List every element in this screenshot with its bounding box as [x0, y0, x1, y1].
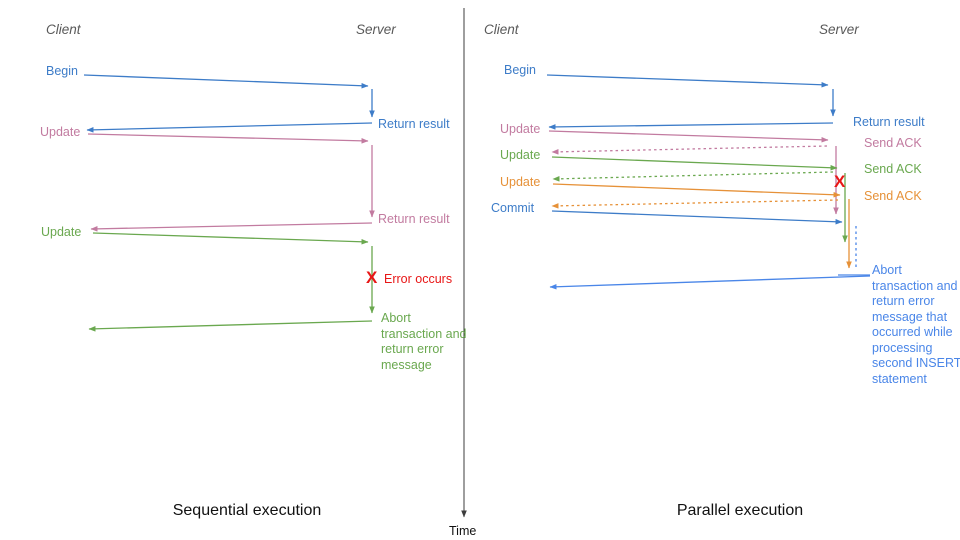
left-update1-label: Update [40, 125, 81, 139]
left-return-result-2-label: Return result [378, 212, 450, 226]
left-server-header: Server [356, 22, 396, 37]
right-abort-return-arrow [549, 275, 871, 290]
right-ack1-label: Send ACK [864, 136, 922, 150]
right-server-header: Server [819, 22, 859, 37]
left-error-label: Error occurs [384, 272, 453, 286]
right-ack3-label: Send ACK [864, 189, 922, 203]
right-return-result-arrow [548, 122, 834, 130]
left-begin-request-arrow [83, 74, 369, 89]
left-return-result-1-arrow [86, 122, 373, 133]
left-return-result-1-label: Return result [378, 117, 450, 131]
right-ack3-return-arrow [551, 199, 839, 209]
left-client-header: Client [46, 22, 81, 37]
right-ack2-label: Send ACK [864, 162, 922, 176]
left-begin-label: Begin [46, 64, 78, 78]
right-update1-request-arrow [548, 130, 829, 143]
right-begin-label: Begin [504, 63, 536, 77]
right-return-result-label: Return result [853, 115, 925, 129]
right-update3-label: Update [500, 175, 541, 189]
left-abort-label: Abort transaction and return error messa… [381, 311, 467, 372]
right-ack1-return-arrow [551, 145, 828, 155]
left-error-x-icon: X [366, 268, 378, 287]
left-update1-request-arrow [87, 133, 369, 144]
left-update2-label: Update [41, 225, 82, 239]
right-abort-label: Abort transaction and return error messa… [872, 263, 960, 386]
right-ack2-return-arrow [552, 171, 834, 182]
right-begin-request-arrow [546, 74, 829, 88]
right-commit-label: Commit [491, 201, 535, 215]
right-error-x-icon: X [834, 172, 846, 191]
left-return-result-2-arrow [90, 222, 373, 232]
time-axis-label: Time [449, 524, 477, 538]
right-update2-request-arrow [551, 156, 838, 171]
left-panel-title: Sequential execution [172, 502, 322, 519]
right-commit-request-arrow [551, 210, 843, 225]
right-client-header: Client [484, 22, 519, 37]
right-panel-title: Parallel execution [676, 502, 804, 519]
right-update1-label: Update [500, 122, 541, 136]
left-abort-return-arrow [88, 320, 373, 332]
right-update2-label: Update [500, 148, 541, 162]
left-update2-request-arrow [92, 232, 369, 245]
right-update3-request-arrow [552, 183, 841, 198]
